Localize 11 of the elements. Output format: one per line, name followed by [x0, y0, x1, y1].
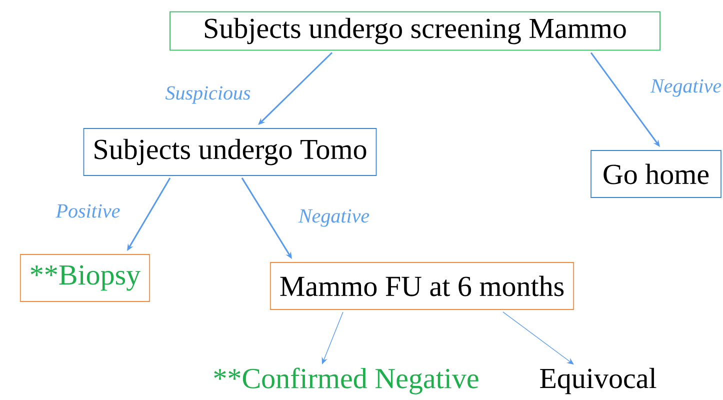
- process-box: Go home: [590, 150, 722, 198]
- process-box: Mammo FU at 6 months: [270, 262, 574, 310]
- process-box: **Biopsy: [20, 254, 150, 302]
- process-box: Subjects undergo screening Mammo: [170, 11, 660, 51]
- outcome-text: **Confirmed Negative: [214, 368, 478, 394]
- outcome-text: Equivocal: [540, 368, 656, 394]
- edge-label: Positive: [56, 204, 120, 218]
- edge-label: Suspicious: [165, 86, 250, 104]
- edge-label: Negative: [650, 79, 722, 97]
- edge-label: Negative: [298, 209, 370, 227]
- process-box: Subjects undergo Tomo: [83, 128, 377, 176]
